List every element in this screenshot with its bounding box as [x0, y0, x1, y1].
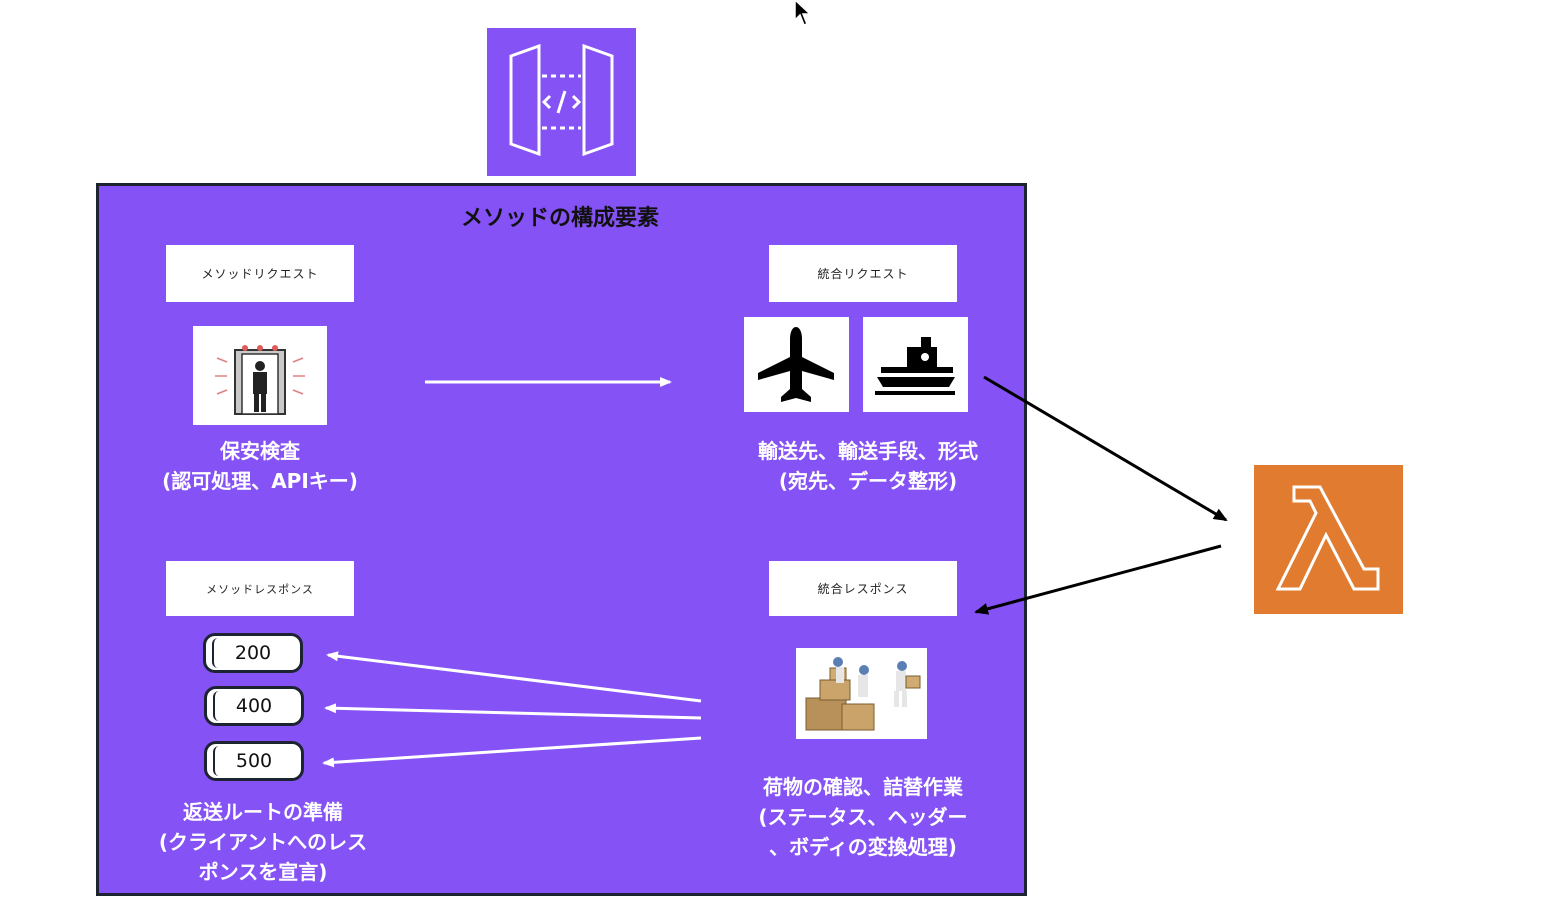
status-code-500: 500	[204, 741, 304, 781]
lambda-icon	[1254, 465, 1403, 614]
integration-response-label: 統合レスポンス	[769, 561, 957, 616]
workers-boxes-icon	[796, 648, 927, 739]
integration-response-caption: 荷物の確認、詰替作業 (ステータス、ヘッダー 、ボディの変換処理)	[758, 775, 968, 859]
method-request-label: メソッドリクエスト	[166, 245, 354, 302]
method-response-label: メソッドレスポンス	[166, 561, 354, 616]
integration-request-label: 統合リクエスト	[769, 245, 957, 302]
status-code-400: 400	[204, 686, 304, 726]
panel-title: メソッドの構成要素	[460, 206, 659, 231]
mouse-cursor-icon	[794, 0, 812, 26]
ship-icon	[863, 317, 968, 412]
status-code-200: 200	[203, 633, 303, 673]
method-request-caption: 保安検査 (認可処理、APIキー)	[162, 439, 358, 493]
airplane-icon	[744, 317, 849, 412]
integration-request-caption: 輸送先、輸送手段、形式 (宛先、データ整形)	[758, 439, 978, 493]
security-gate-icon	[193, 326, 327, 425]
method-response-caption: 返送ルートの準備 (クライアントへのレス ポンスを宣言)	[158, 800, 368, 884]
api-gateway-icon	[487, 28, 636, 176]
